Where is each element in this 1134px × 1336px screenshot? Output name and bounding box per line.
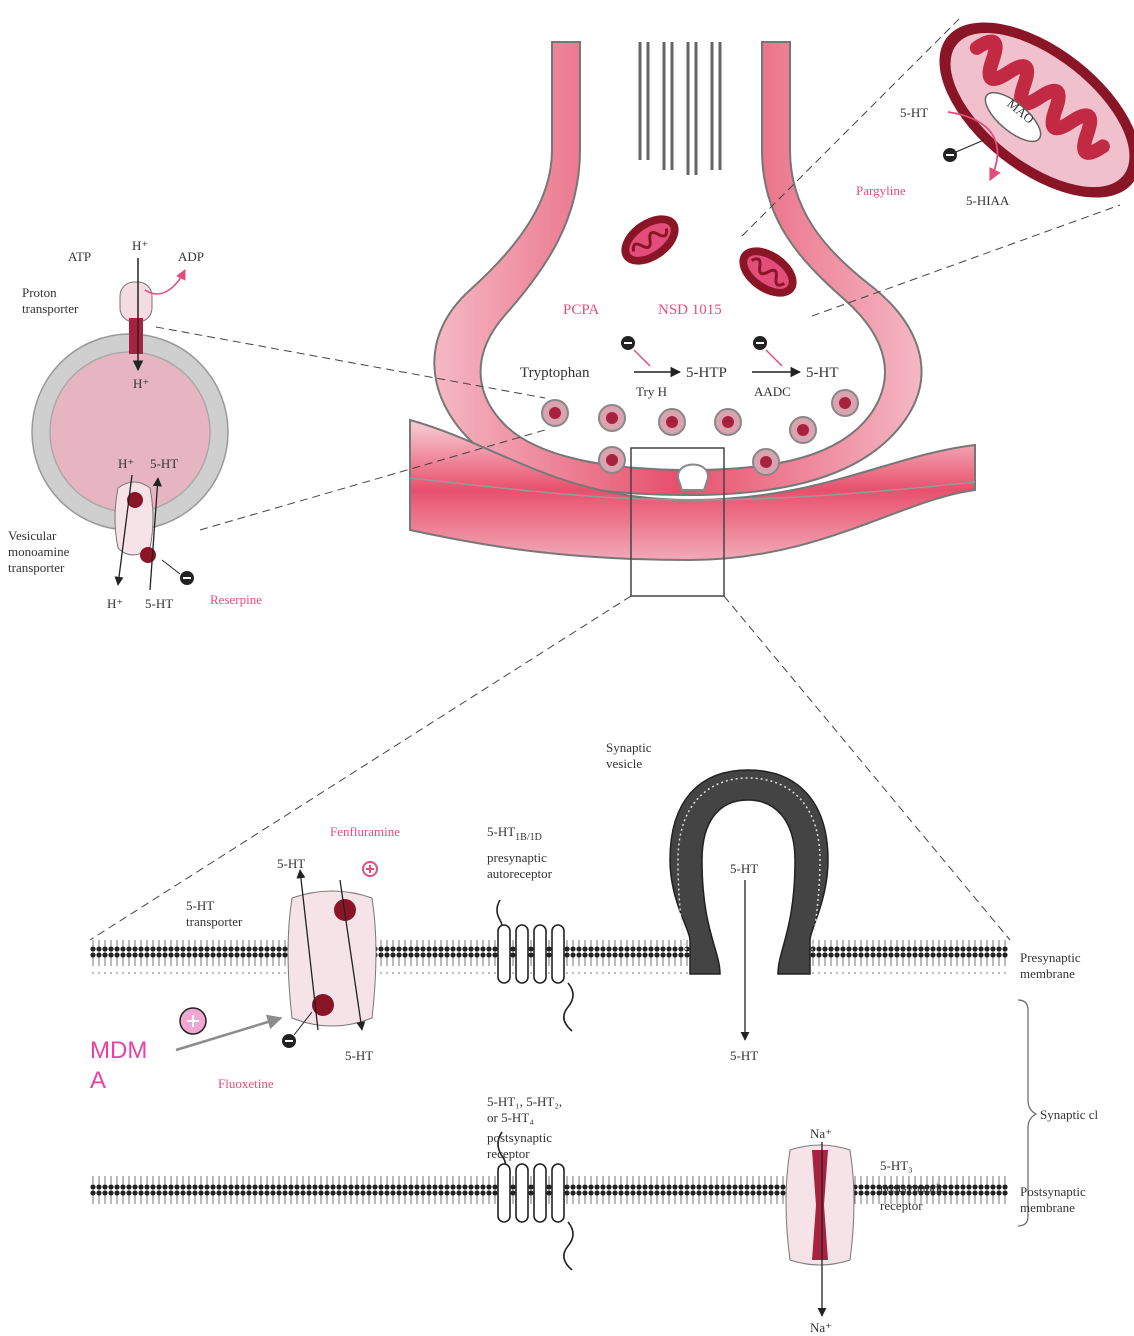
proton-transporter-line2: transporter: [22, 301, 79, 316]
transporter-top-5ht: 5-HT: [277, 856, 305, 871]
fusing-vesicle: [678, 465, 708, 491]
synapse-zoom-lines: [90, 596, 1010, 940]
mitochondrion-zoom: MAO 5-HT Pargyline 5-HIAA: [856, 0, 1134, 232]
aadc-label: AADC: [754, 384, 791, 399]
vmat: [115, 482, 156, 563]
h-plus-top-label: H⁺: [132, 238, 148, 253]
postsynaptic-membrane: [90, 1176, 1008, 1210]
tryptophan-label: Tryptophan: [520, 365, 590, 381]
na-bottom-label: Na⁺: [810, 1320, 832, 1335]
ht3-line2: postsynaptic: [880, 1180, 945, 1195]
postsynaptic-label-line2: membrane: [1020, 1200, 1075, 1215]
presynaptic-label-line2: membrane: [1020, 966, 1075, 981]
ht3-line3: receptor: [880, 1198, 923, 1213]
plus-circle-icon: [363, 862, 377, 876]
vmat-line2: monoamine: [8, 544, 70, 559]
5htp-label: 5-HTP: [686, 365, 727, 381]
minus-circle-icon: [282, 1034, 296, 1048]
vmat-line1: Vesicular: [8, 528, 57, 543]
gpcr-line4: receptor: [487, 1146, 530, 1161]
5ht-product-label: 5-HT: [806, 365, 839, 381]
adp-label: ADP: [178, 249, 204, 264]
vmat-5ht-label: 5-HT: [150, 456, 178, 471]
nsd1015-label: NSD 1015: [658, 302, 722, 318]
autoreceptor-line3: autoreceptor: [487, 866, 553, 881]
autoreceptor-line1: 5-HT1B/1D: [487, 824, 542, 843]
mdma-line1: MDM: [90, 1037, 147, 1064]
proton-transporter-line1: Proton: [22, 285, 57, 300]
gpcr-line2: or 5-HT₄: [487, 1110, 534, 1125]
pargyline-label: Pargyline: [856, 183, 906, 198]
presynaptic-terminal: PCPA NSD 1015 Tryptophan 5-HTP 5-HT Try …: [434, 42, 921, 495]
tryh-label: Try H: [636, 384, 667, 399]
vmat-line3: transporter: [8, 560, 65, 575]
atp-label: ATP: [68, 249, 91, 264]
mdma-line2: A: [90, 1067, 106, 1094]
5hiaa-label: 5-HIAA: [966, 193, 1010, 208]
ht3-line1: 5-HT₃: [880, 1158, 913, 1173]
transporter-line2: transporter: [186, 914, 243, 929]
gpcr-line3: postsynaptic: [487, 1130, 552, 1145]
minus-circle-icon: [621, 336, 635, 350]
transporter-bottom-5ht: 5-HT: [345, 1048, 373, 1063]
reserpine-label: Reserpine: [210, 592, 262, 607]
pcpa-label: PCPA: [563, 302, 599, 318]
minus-circle-icon: [943, 148, 957, 162]
plus-circle-icon: [180, 1008, 206, 1034]
fluoxetine-label: Fluoxetine: [218, 1076, 274, 1091]
released-5ht-label: 5-HT: [730, 1048, 758, 1063]
gpcr-line1: 5-HT₁, 5-HT₂,: [487, 1094, 562, 1109]
5ht3-ion-channel: [786, 1145, 854, 1265]
autoreceptor: [497, 900, 573, 1031]
vmat-h-plus-label: H⁺: [118, 456, 134, 471]
serotonin-transporter: [288, 891, 376, 1026]
vesicle-5ht-label: 5-HT: [730, 861, 758, 876]
h-plus-inside-label: H⁺: [133, 376, 149, 391]
vesicle-zoom: ATP H⁺ ADP Proton transporter H⁺ H⁺ 5-HT…: [8, 238, 262, 611]
minus-circle-icon: [753, 336, 767, 350]
h-plus-bottom-label: H⁺: [107, 596, 123, 611]
terminal-mitochondrion-left: [612, 205, 687, 274]
synaptic-cleft-label: Synaptic cl: [1040, 1107, 1099, 1122]
synaptic-vesicle-line1: Synaptic: [606, 740, 652, 755]
5ht-bottom-label: 5-HT: [145, 596, 173, 611]
postsynaptic-label-line1: Postsynaptic: [1020, 1184, 1086, 1199]
minus-circle-icon: [180, 571, 194, 585]
autoreceptor-line2: presynaptic: [487, 850, 547, 865]
microtubules: [640, 42, 720, 175]
na-top-label: Na⁺: [810, 1126, 832, 1141]
synaptic-vesicle-line2: vesicle: [606, 756, 642, 771]
fenfluramine-label: Fenfluramine: [330, 824, 400, 839]
mito-5ht-label: 5-HT: [900, 105, 928, 120]
presynaptic-label-line1: Presynaptic: [1020, 950, 1081, 965]
transporter-line1: 5-HT: [186, 898, 214, 913]
